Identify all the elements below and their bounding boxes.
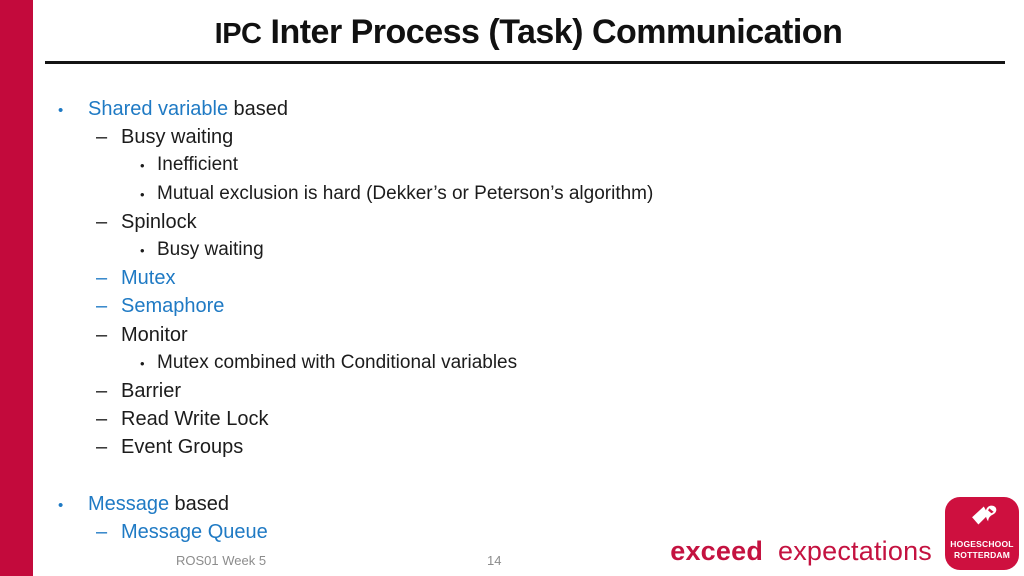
dash-icon: –: [96, 210, 108, 233]
list-item: – Mutex: [0, 267, 1024, 295]
list-item-text: Busy waiting: [157, 238, 264, 260]
list-item-text: Inefficient: [157, 154, 238, 176]
bullet-icon: •: [140, 355, 145, 371]
bullet-icon: •: [58, 496, 64, 514]
title-underline: [45, 61, 1005, 64]
list-item-text: Event Groups: [121, 436, 244, 459]
slide-accent-stripe: [0, 0, 33, 576]
list-item-text: Mutex: [121, 267, 176, 290]
list-item: – Monitor: [0, 324, 1024, 352]
list-item: – Barrier: [0, 380, 1024, 408]
list-item-text: based: [174, 492, 230, 515]
list-item-text: Mutual exclusion is hard (Dekker’s or Pe…: [157, 182, 654, 204]
list-item-text: Semaphore: [121, 295, 225, 318]
bullet-icon: •: [140, 186, 145, 202]
logo-text: HOGESCHOOL ROTTERDAM: [950, 539, 1013, 561]
list-item: – Event Groups: [0, 436, 1024, 464]
exceed-expectations-tagline: exceed expectations: [670, 536, 932, 567]
hogeschool-rotterdam-logo: HOGESCHOOL ROTTERDAM: [945, 497, 1019, 570]
list-item: – Spinlock: [0, 211, 1024, 239]
list-item: • Mutual exclusion is hard (Dekker’s or …: [0, 183, 1024, 211]
list-item-text: Spinlock: [121, 210, 197, 233]
bullet-icon: •: [140, 158, 145, 174]
footer-page-number: 14: [487, 553, 502, 568]
list-item-text: Barrier: [121, 379, 182, 402]
dash-icon: –: [96, 295, 108, 318]
dash-icon: –: [96, 436, 108, 459]
list-item-text: Message Queue: [121, 520, 268, 543]
list-item-text: Read Write Lock: [121, 408, 269, 431]
title-text: Inter Process (Task) Communication: [270, 13, 843, 51]
bullet-icon: •: [58, 102, 64, 119]
list-item: – Busy waiting: [0, 126, 1024, 154]
logo-text-line1: HOGESCHOOL: [950, 539, 1014, 549]
dash-icon: –: [96, 323, 108, 346]
tagline-bold-text: exceed: [670, 536, 764, 566]
list-item-text: Monitor: [121, 323, 188, 346]
slide-body: • Shared variable based – Busy waiting •…: [0, 98, 1024, 549]
dash-icon: –: [96, 520, 108, 543]
list-item: – Message Queue: [0, 521, 1024, 549]
list-item: • Shared variable based: [0, 98, 1024, 126]
bullet-icon: •: [140, 242, 145, 258]
list-item: • Inefficient: [0, 154, 1024, 182]
list-item-text: Mutex combined with Conditional variable…: [157, 351, 518, 373]
dash-icon: –: [96, 267, 108, 290]
logo-text-line2: ROTTERDAM: [953, 550, 1011, 561]
dash-icon: –: [96, 126, 108, 149]
list-item-text: Shared variable: [88, 98, 229, 120]
footer-course-code: ROS01 Week 5: [176, 553, 267, 568]
title-prefix: IPC: [214, 18, 262, 50]
tagline-regular-text: expectations: [778, 536, 932, 566]
logo-bird-icon: [972, 505, 997, 525]
list-item: • Mutex combined with Conditional variab…: [0, 352, 1024, 380]
list-item: – Semaphore: [0, 295, 1024, 323]
dash-icon: –: [96, 408, 108, 431]
list-item: – Read Write Lock: [0, 408, 1024, 436]
empty-line: [0, 464, 1024, 492]
list-item: • Busy waiting: [0, 239, 1024, 267]
list-item-text: Busy waiting: [121, 126, 234, 149]
list-item: • Message based: [0, 493, 1024, 521]
list-item-text: based: [233, 98, 288, 120]
dash-icon: –: [96, 379, 108, 402]
list-item-text: Message: [88, 492, 170, 515]
